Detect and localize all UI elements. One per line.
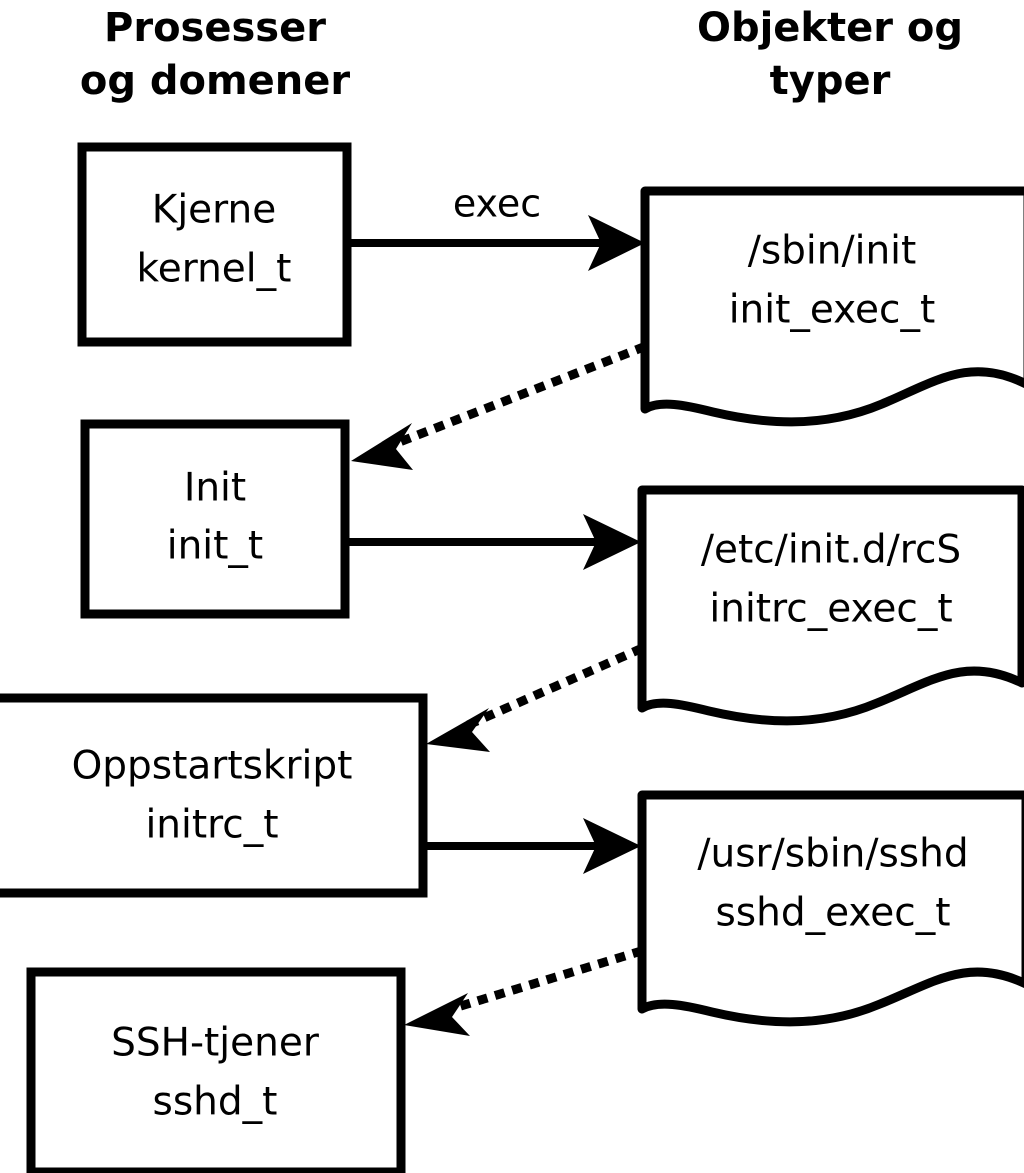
node-init-exec-document[interactable] (640, 186, 1024, 427)
node-initrc-box[interactable] (0, 693, 428, 898)
edge-initrc-exec-to-initrc-line (462, 644, 644, 731)
edge-init-to-initrc-exec-arrowhead (583, 514, 641, 570)
edge-sshd-exec-to-sshd (404, 946, 644, 1036)
node-kernel-box[interactable] (77, 142, 352, 347)
column-header-objects-line1: Objekter og (697, 5, 963, 51)
node-initrc-exec-line1: /etc/init.d/rcS (701, 528, 961, 573)
node-sshd-box[interactable] (26, 967, 406, 1173)
edge-kernel-to-init-exec-arrowhead (588, 215, 645, 271)
node-sshd-line2: sshd_t (153, 1080, 278, 1125)
node-init-exec-line1: /sbin/init (748, 229, 917, 274)
column-header-processes-line2: og domener (80, 58, 351, 104)
column-header-objects: Objekter og typer (697, 5, 963, 104)
node-sshd-exec-line1: /usr/sbin/sshd (697, 832, 968, 877)
node-sshd-exec-line2: sshd_exec_t (715, 891, 950, 936)
node-initrc-line2: initrc_t (145, 803, 278, 848)
node-initrc-line1: Oppstartskript (72, 744, 353, 789)
edge-label-exec: exec (453, 182, 541, 226)
node-init-exec-line2: init_exec_t (729, 288, 936, 333)
node-sshd[interactable]: SSH-tjener sshd_t (26, 967, 406, 1173)
edge-init-exec-to-init (351, 342, 647, 470)
edge-initrc-exec-to-initrc-arrowhead (426, 708, 490, 752)
node-initrc[interactable]: Oppstartskript initrc_t (0, 693, 428, 898)
edge-init-exec-to-init-arrowhead (351, 423, 413, 470)
node-init-line2: init_t (167, 524, 263, 569)
node-sshd-exec[interactable]: /usr/sbin/sshd sshd_exec_t (637, 790, 1024, 1027)
edge-sshd-exec-to-sshd-line (445, 946, 644, 1015)
node-kernel-line1: Kjerne (152, 188, 276, 233)
edge-sshd-exec-to-sshd-arrowhead (404, 993, 470, 1036)
node-init-box[interactable] (80, 419, 350, 619)
node-initrc-exec-line2: initrc_exec_t (709, 587, 952, 632)
edge-initrc-to-sshd-exec-arrowhead (583, 818, 641, 874)
node-sshd-exec-document[interactable] (637, 790, 1024, 1027)
node-init-exec[interactable]: /sbin/init init_exec_t (640, 186, 1024, 427)
edge-initrc-to-sshd-exec (426, 818, 641, 874)
edge-init-exec-to-init-line (386, 342, 647, 451)
column-header-processes: Prosesser og domener (80, 5, 351, 104)
node-initrc-exec[interactable]: /etc/init.d/rcS initrc_exec_t (637, 485, 1024, 726)
node-init-line1: Init (184, 466, 246, 511)
node-kernel[interactable]: Kjerne kernel_t (77, 142, 352, 347)
edge-init-to-initrc-exec (348, 514, 641, 570)
column-header-processes-line1: Prosesser (104, 5, 326, 51)
node-init[interactable]: Init init_t (80, 419, 350, 619)
edge-kernel-to-init-exec: exec (350, 182, 645, 271)
node-initrc-exec-document[interactable] (637, 485, 1024, 726)
node-kernel-line2: kernel_t (137, 247, 292, 292)
node-sshd-line1: SSH-tjener (111, 1021, 320, 1066)
column-header-objects-line2: typer (770, 58, 891, 104)
edge-initrc-exec-to-initrc (426, 644, 644, 752)
